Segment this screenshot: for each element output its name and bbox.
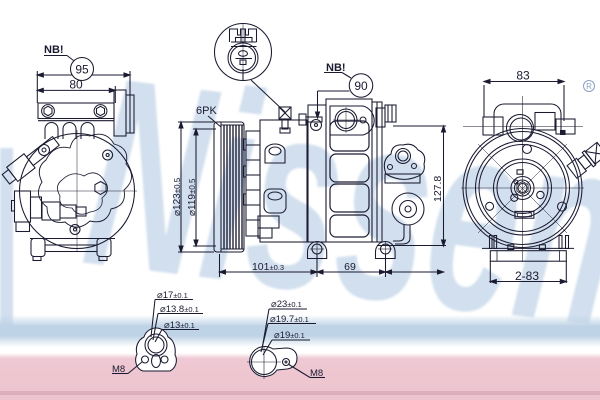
svg-text:R: R [586, 82, 592, 91]
svg-text:⌀23±0.1: ⌀23±0.1 [271, 299, 302, 310]
svg-text:NB!: NB! [44, 44, 64, 56]
svg-text:83: 83 [516, 69, 530, 83]
svg-text:101±0.3: 101±0.3 [252, 261, 284, 273]
svg-text:⌀19±0.1: ⌀19±0.1 [274, 330, 305, 341]
svg-text:80: 80 [69, 78, 83, 92]
svg-text:NB!: NB! [326, 62, 346, 74]
svg-text:⌀119±0.5: ⌀119±0.5 [187, 178, 198, 216]
svg-text:M8: M8 [310, 368, 323, 379]
svg-text:⌀13.8±0.1: ⌀13.8±0.1 [160, 304, 199, 315]
svg-text:90: 90 [354, 79, 368, 93]
svg-text:M8: M8 [112, 364, 125, 375]
svg-text:⌀17±0.1: ⌀17±0.1 [157, 290, 188, 301]
svg-text:⌀19.7±0.1: ⌀19.7±0.1 [270, 314, 309, 325]
svg-text:95: 95 [75, 63, 89, 77]
svg-text:2-83: 2-83 [515, 269, 539, 283]
svg-text:⌀13±0.1: ⌀13±0.1 [164, 320, 195, 331]
svg-text:69: 69 [344, 261, 356, 273]
svg-text:⌀123±0.5: ⌀123±0.5 [172, 177, 183, 216]
svg-text:127.8: 127.8 [432, 176, 444, 202]
svg-text:6PK: 6PK [196, 105, 217, 117]
